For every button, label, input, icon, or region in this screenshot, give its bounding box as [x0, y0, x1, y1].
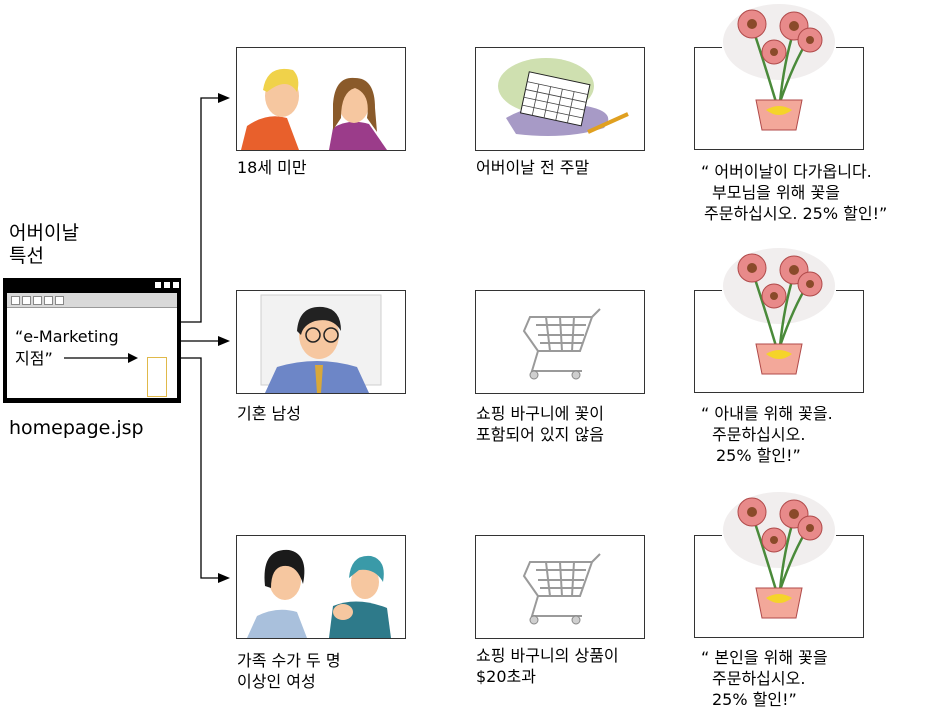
- flower-pot-icon: [723, 492, 835, 619]
- customer-image-mother-child: [236, 535, 406, 639]
- segment-title-line2: 특선: [9, 245, 44, 267]
- shopping-cart-icon: [522, 553, 601, 625]
- window-button-icon: [155, 282, 161, 288]
- condition-3-line2: $20초과: [476, 667, 536, 686]
- arrow-icon: [64, 353, 138, 363]
- condition-image-cart: [475, 290, 645, 394]
- customer-segment-2: 기혼 남성: [237, 404, 301, 423]
- shopping-cart-icon: [522, 308, 601, 380]
- flower-pot-icon: [723, 248, 835, 375]
- spot-label-line1: “e-Marketing: [15, 327, 119, 346]
- offer-message-3-line2: 주문하십시오.: [712, 669, 806, 688]
- offer-message-3-line1: “ 본인을 위해 꽃을: [701, 648, 828, 667]
- offer-message-3-line3: 25% 할인!”: [712, 690, 797, 709]
- e-marketing-spot: [147, 357, 167, 397]
- customer-image-married-man: [236, 290, 406, 394]
- browser-window: “e-Marketing 지점”: [3, 278, 181, 403]
- customer-segment-1: 18세 미만: [237, 158, 307, 177]
- window-button-icon: [164, 282, 170, 288]
- spot-label-line2: 지점”: [15, 349, 53, 368]
- offer-message-2-line3: 25% 할인!”: [716, 446, 801, 465]
- condition-image-calendar: [475, 47, 645, 151]
- condition-2-line1: 쇼핑 바구니에 꽃이: [476, 404, 604, 423]
- condition-2-line2: 포함되어 있지 않음: [476, 425, 604, 444]
- offer-message-1-line2: 부모님을 위해 꽃을: [712, 183, 840, 202]
- condition-3-line1: 쇼핑 바구니의 상품이: [476, 646, 619, 665]
- offer-message-1-line1: “ 어버이날이 다가옵니다.: [701, 162, 872, 181]
- customer-image-teens: [236, 47, 406, 151]
- flower-offer-frame-3: [694, 535, 864, 638]
- homepage-label: homepage.jsp: [9, 417, 144, 439]
- offer-message-1-line3: 주문하십시오. 25% 할인!”: [704, 204, 888, 223]
- customer-segment-3-line2: 이상인 여성: [237, 672, 316, 691]
- condition-image-cart: [475, 535, 645, 639]
- segment-title-line1: 어버이날: [9, 222, 79, 244]
- flower-pot-icon: [723, 4, 835, 131]
- flower-offer-frame-2: [694, 290, 864, 393]
- browser-toolbar: [7, 293, 177, 308]
- window-button-icon: [173, 282, 179, 288]
- offer-message-2-line1: “ 아내를 위해 꽃을.: [701, 404, 833, 423]
- condition-1: 어버이날 전 주말: [476, 158, 590, 177]
- customer-segment-3-line1: 가족 수가 두 명: [237, 651, 341, 670]
- offer-message-2-line2: 주문하십시오.: [712, 425, 806, 444]
- flower-offer-frame-1: [694, 47, 864, 150]
